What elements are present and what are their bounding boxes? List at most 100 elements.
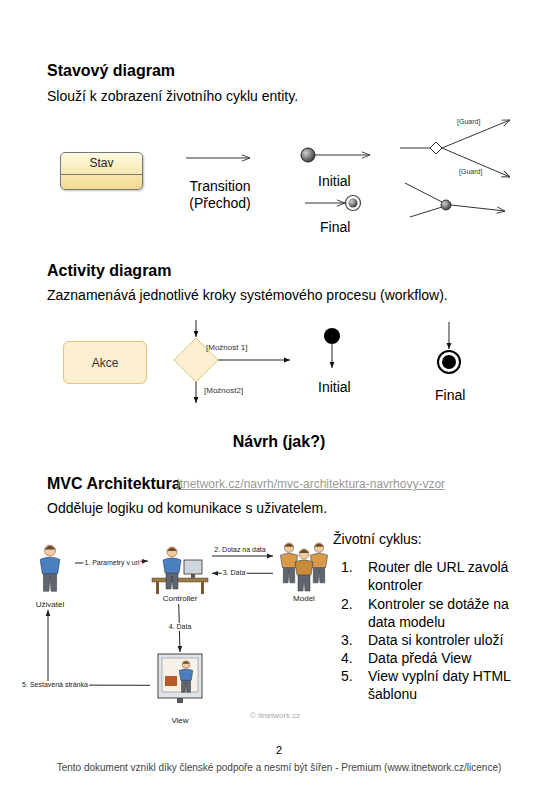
- figure-hair: [45, 546, 56, 550]
- guard-label: [Guard]: [459, 168, 482, 176]
- flow-arrow: [332, 344, 333, 368]
- figure-body: [40, 557, 60, 574]
- choice-diamond: [430, 142, 442, 154]
- initial-arrow: [315, 155, 370, 156]
- section-heading: Activity diagram: [47, 261, 171, 280]
- list-item: Data si kontroler uloží: [368, 632, 533, 650]
- figure-head: [167, 547, 177, 557]
- figure-body: [295, 560, 313, 575]
- figure-legs: [43, 572, 56, 592]
- symbol-caption: Transition (Přechod): [178, 178, 262, 212]
- flow-arrow: [212, 556, 273, 557]
- figure-illustration: [25, 540, 75, 596]
- figure-illustration: [273, 540, 335, 596]
- initial-state: [301, 148, 315, 162]
- guard-label: [Guard]: [457, 118, 480, 126]
- actor-figure: Uživatel: [25, 540, 75, 610]
- body-text: Odděluje logiku od komunikace s uživatel…: [47, 500, 327, 517]
- list-item: Data předá View: [368, 650, 533, 668]
- state-box: Stav: [60, 152, 143, 190]
- figure-head: [314, 543, 324, 553]
- branch-arrow: [218, 360, 290, 361]
- list-number: 4.: [341, 650, 353, 667]
- list-item: Kontroler se dotáže na data modelu: [368, 596, 533, 631]
- action-box: Akce: [63, 341, 147, 384]
- figure-body: [163, 558, 181, 573]
- list-number: 2.: [341, 596, 353, 613]
- edge-label: 5. Sestavená stránka: [21, 681, 89, 689]
- figure-body: [280, 553, 297, 567]
- desk: [152, 578, 208, 582]
- flow-arrow: [196, 320, 197, 337]
- section-heading: MVC Architektura: [47, 474, 181, 493]
- figure-head: [299, 549, 309, 559]
- figure-hair: [284, 543, 294, 546]
- edge-label: 2. Dotaz na data: [213, 546, 266, 554]
- branch-label: [Možnost2]: [204, 386, 243, 396]
- final-node-dot: [442, 355, 456, 369]
- watermark: © itnetwork.cz: [250, 711, 300, 721]
- symbol-caption: Initial: [318, 379, 351, 396]
- transition-arrow: [186, 158, 250, 159]
- page-number: 2: [0, 744, 558, 757]
- screen-stand: [177, 698, 183, 703]
- footer-note: Tento dokument vznikl díky členské podpo…: [0, 762, 558, 774]
- flow-arrow: [449, 322, 450, 349]
- screen-object: [165, 676, 177, 686]
- branch-arrow: [196, 382, 197, 403]
- edge-label: 3. Data: [222, 569, 247, 577]
- merge-arrow: [451, 205, 505, 211]
- section-heading: Návrh (jak?): [0, 432, 558, 451]
- figure-legs: [298, 573, 310, 591]
- branch-label: [Možnost 1]: [206, 343, 247, 353]
- desk-leg: [156, 582, 159, 594]
- guard-arrow: [442, 148, 510, 177]
- link-text: itnetwork.cz/navrh/mvc-architektura-navr…: [177, 477, 445, 491]
- edge-label: 4. Data: [168, 623, 193, 631]
- desk-leg: [201, 582, 204, 594]
- figure-legs: [313, 566, 324, 583]
- symbol-caption: Initial: [318, 173, 351, 190]
- body-text: Slouží k zobrazení životního cyklu entit…: [47, 88, 298, 105]
- final-state-ring: [346, 196, 361, 211]
- figure-legs: [166, 571, 178, 589]
- figure-illustration: [150, 652, 210, 708]
- actor-figure: View: [150, 652, 210, 726]
- action-name: Akce: [92, 356, 119, 370]
- actor-name: Controller: [138, 594, 222, 604]
- monitor: [184, 560, 202, 574]
- screen: [162, 658, 198, 692]
- list-item: View vyplní daty HTML šablonu: [368, 668, 533, 703]
- figure-body: [179, 669, 193, 680]
- figure-legs: [182, 679, 191, 693]
- initial-node: [324, 328, 340, 344]
- list-number: 5.: [341, 668, 353, 685]
- merge-line: [405, 183, 442, 202]
- edge-label: 1. Parametry v url: [83, 559, 140, 567]
- junction-dot: [441, 200, 451, 210]
- final-node-ring: [438, 351, 460, 373]
- list-heading: Životní cyklus:: [333, 531, 422, 548]
- figure-hair: [182, 661, 190, 664]
- actor-name: View: [140, 716, 220, 726]
- list-number: 1.: [341, 559, 353, 576]
- list-item: Router dle URL zavolá kontroler: [368, 559, 533, 594]
- section-heading: Stavový diagram: [47, 61, 175, 80]
- figure-hair: [314, 543, 324, 546]
- actor-name: Uživatel: [15, 600, 85, 610]
- final-state-dot: [349, 199, 358, 208]
- list-number: 3.: [341, 632, 353, 649]
- flow-arrow: [48, 610, 150, 685]
- figure-head: [182, 661, 190, 669]
- state-name: Stav: [61, 153, 142, 175]
- figure-illustration: [148, 540, 212, 596]
- guard-line: [400, 148, 430, 149]
- actor-figure: Controller: [148, 540, 212, 604]
- screen-frame: [158, 654, 202, 698]
- monitor-stand: [191, 574, 195, 578]
- symbol-caption: Final: [320, 219, 350, 236]
- figure-head: [284, 543, 294, 553]
- symbol-caption: Final: [435, 387, 465, 404]
- merge-line: [410, 207, 442, 217]
